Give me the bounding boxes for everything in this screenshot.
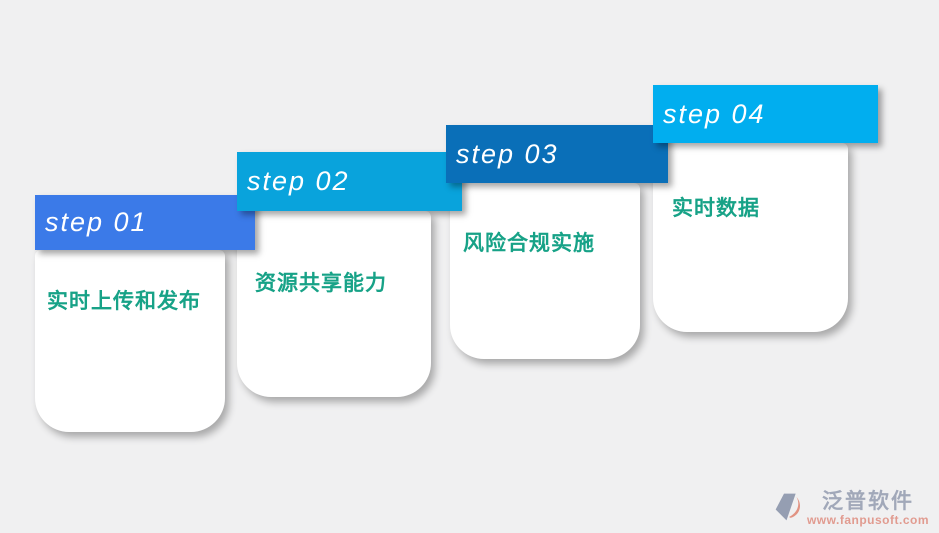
step-3-banner: step 03	[446, 125, 668, 183]
step-1-label: step 01	[45, 207, 148, 237]
watermark-title: 泛普软件	[821, 489, 914, 513]
step-2-label: step 02	[247, 166, 350, 196]
step-1-card: 实时上传和发布	[35, 250, 225, 432]
step-3-card: 风险合规实施	[450, 183, 640, 359]
step-4-label: step 04	[663, 98, 766, 129]
step-4-card: 实时数据	[653, 143, 848, 332]
step-3-description: 风险合规实施	[463, 232, 595, 255]
step-2-card: 资源共享能力	[237, 211, 431, 397]
step-2-description: 资源共享能力	[255, 272, 387, 295]
step-1-banner: step 01	[35, 195, 255, 250]
watermark-url: www.fanpusoft.com	[806, 513, 929, 527]
step-2-banner: step 02	[237, 152, 462, 211]
step-4-banner: step 04	[653, 85, 878, 143]
step-3-label: step 03	[456, 138, 559, 169]
fanpu-logo-icon	[774, 492, 804, 527]
vendor-watermark: 泛普软件 www.fanpusoft.com	[774, 490, 929, 527]
step-1-description: 实时上传和发布	[47, 290, 201, 313]
step-4-description: 实时数据	[672, 197, 760, 220]
